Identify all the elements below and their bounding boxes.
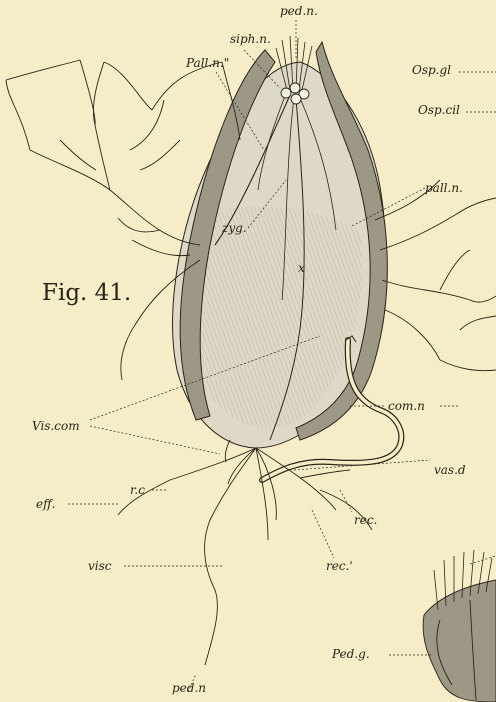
label-rec2: rec.' <box>326 560 353 572</box>
figure-label: Fig. 41. <box>42 282 131 305</box>
label-rec: rec. <box>354 514 377 526</box>
label-vas-d: vas.d <box>434 464 466 476</box>
label-osp-cil: Osp.cil <box>418 104 460 116</box>
label-eff: eff. <box>36 498 55 510</box>
label-ped-g: Ped.g. <box>332 648 370 660</box>
label-r-c: r.c <box>130 484 145 496</box>
label-zyg: zyg. <box>222 222 247 234</box>
pedal-ganglion <box>423 580 496 702</box>
label-pall-n: pall.n. <box>425 182 463 194</box>
visceral-nerves <box>118 440 372 665</box>
label-ped-n-bottom: ped.n <box>172 682 206 694</box>
label-x: x <box>298 262 305 274</box>
label-siph-n: siph.n. <box>230 33 271 45</box>
label-osp-gl: Osp.gl <box>412 64 451 76</box>
label-vis-com: Vis.com <box>32 420 80 432</box>
label-visc: visc <box>88 560 112 572</box>
label-ped-n-top: ped.n. <box>280 5 318 17</box>
label-com-n: com.n <box>388 400 425 412</box>
right-nerve-branches <box>375 180 496 371</box>
label-pall-n2: Pall.n." <box>186 57 229 69</box>
